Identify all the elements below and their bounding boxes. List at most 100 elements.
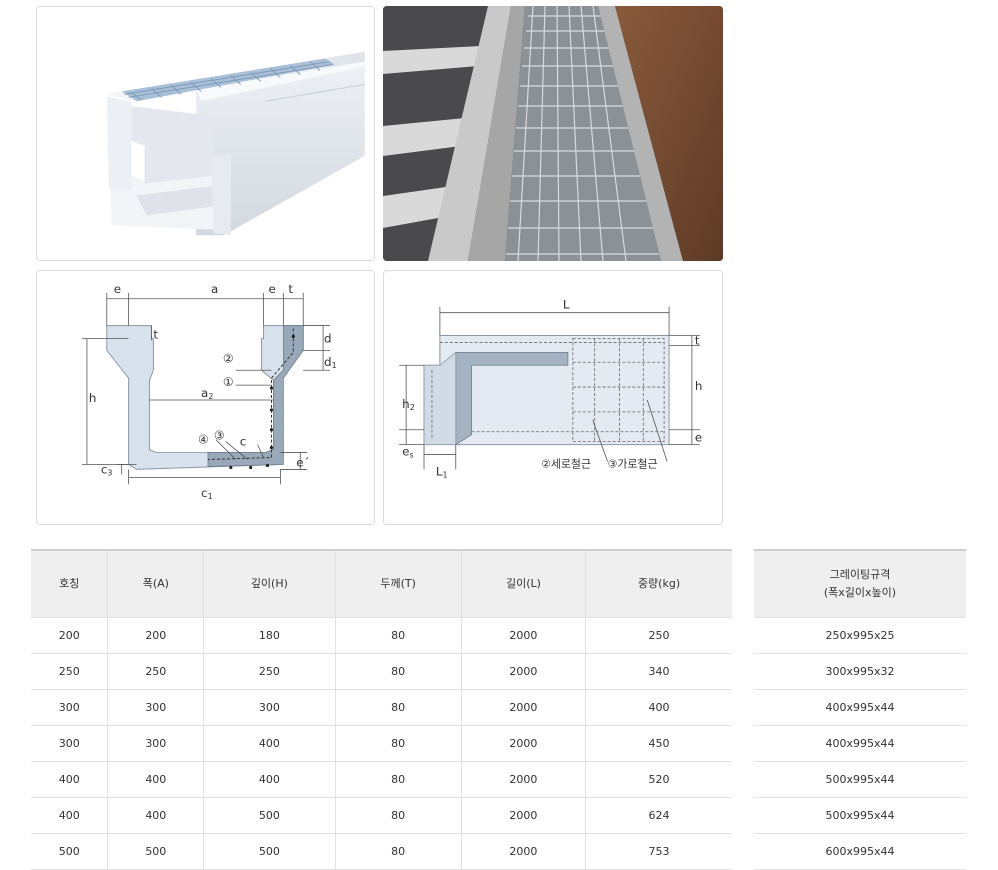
- header-depth: 깊이(H): [203, 549, 336, 618]
- table-cell: 2000: [461, 797, 587, 834]
- product-render-image: [36, 6, 375, 261]
- header-length: 길이(L): [461, 549, 587, 618]
- side-label-L: L: [563, 298, 570, 312]
- table-cell: 500: [107, 833, 205, 870]
- table-cell: 2000: [461, 833, 587, 870]
- table-cell: 400x995x44: [754, 725, 966, 762]
- callout-4: ④: [198, 433, 209, 447]
- side-label-es: es: [402, 445, 413, 460]
- grating-header-line1: 그레이팅규격: [829, 568, 891, 581]
- table-cell: 400: [585, 689, 732, 726]
- table-cell: 80: [335, 761, 462, 798]
- side-label-h: h: [695, 379, 703, 393]
- table-cell: 400: [31, 761, 109, 798]
- table-cell: 180: [203, 617, 336, 654]
- table-cell: 80: [335, 689, 462, 726]
- side-label-L1: L1: [436, 464, 448, 479]
- label-e-prime: e´: [296, 455, 309, 469]
- table-row: 200 200 180 80 2000 250: [31, 617, 732, 654]
- table-cell: 2000: [461, 761, 587, 798]
- installed-photo-image: [383, 6, 723, 261]
- label-a2: a2: [201, 386, 213, 401]
- label-e-right: e: [269, 282, 276, 296]
- table-row: 500x995x44: [754, 761, 966, 798]
- table-cell: 80: [335, 833, 462, 870]
- label-rebar-vertical: ②세로철근: [541, 457, 591, 470]
- header-nominal: 호칭: [31, 549, 109, 618]
- table-cell: 2000: [461, 689, 587, 726]
- table-cell: 300: [107, 689, 205, 726]
- header-weight: 중량(kg): [585, 549, 732, 618]
- table-cell: 340: [585, 653, 732, 690]
- table-cell: 500x995x44: [754, 761, 966, 798]
- table-row: 600x995x44: [754, 833, 966, 870]
- side-label-h2: h2: [402, 397, 415, 412]
- table-cell: 80: [335, 617, 462, 654]
- label-c1: c1: [201, 486, 213, 501]
- table-cell: 80: [335, 653, 462, 690]
- table-row: 300 300 300 80 2000 400: [31, 689, 732, 726]
- table-cell: 200: [31, 617, 109, 654]
- grating-spec-table: 그레이팅규격 (폭x길이x높이) 250x995x25 300x995x32 4…: [754, 549, 966, 870]
- table-cell: 753: [585, 833, 732, 870]
- side-label-e: e: [695, 431, 702, 445]
- table-row: 300x995x32: [754, 653, 966, 690]
- table-row: 500x995x44: [754, 797, 966, 834]
- label-a: a: [211, 282, 218, 296]
- table-cell: 2000: [461, 725, 587, 762]
- spec-table: 호칭 폭(A) 깊이(H) 두께(T) 길이(L) 중량(kg) 200 200…: [31, 549, 732, 870]
- table-row: 400 400 500 80 2000 624: [31, 797, 732, 834]
- label-c: c: [240, 435, 247, 449]
- table-row: 250 250 250 80 2000 340: [31, 653, 732, 690]
- table-cell: 300: [203, 689, 336, 726]
- spec-table-header-row: 호칭 폭(A) 깊이(H) 두께(T) 길이(L) 중량(kg): [31, 549, 732, 618]
- label-t-inner: t: [153, 327, 158, 341]
- table-cell: 400: [107, 797, 205, 834]
- table-cell: 300: [31, 689, 109, 726]
- table-cell: 400: [203, 761, 336, 798]
- table-cell: 400: [203, 725, 336, 762]
- label-d1: d1: [324, 355, 337, 370]
- label-e-left: e: [114, 282, 121, 296]
- table-cell: 2000: [461, 653, 587, 690]
- table-cell: 80: [335, 797, 462, 834]
- rebar-side-diagram: L t h e h2 es L1 ②세로철근 ③가로철근: [383, 270, 723, 525]
- table-cell: 500: [203, 833, 336, 870]
- table-cell: 600x995x44: [754, 833, 966, 870]
- label-t-top: t: [288, 282, 293, 296]
- table-cell: 300: [107, 725, 205, 762]
- header-width: 폭(A): [107, 549, 205, 618]
- callout-2: ②: [223, 351, 234, 365]
- label-rebar-horizontal: ③가로철근: [608, 457, 658, 470]
- side-label-t: t: [695, 333, 700, 347]
- table-cell: 2000: [461, 617, 587, 654]
- table-cell: 400x995x44: [754, 689, 966, 726]
- header-thickness: 두께(T): [335, 549, 462, 618]
- table-cell: 80: [335, 725, 462, 762]
- label-h: h: [89, 391, 97, 405]
- table-cell: 250: [585, 617, 732, 654]
- callout-3: ③: [214, 429, 225, 443]
- cross-section-diagram: e a e t t d d1 h ② ① a2 ④ ③ c e´ c3 c1: [36, 270, 375, 525]
- table-cell: 450: [585, 725, 732, 762]
- table-cell: 400: [31, 797, 109, 834]
- table-row: 500 500 500 80 2000 753: [31, 833, 732, 870]
- table-cell: 250: [107, 653, 205, 690]
- table-cell: 250x995x25: [754, 617, 966, 654]
- table-row: 400x995x44: [754, 689, 966, 726]
- table-cell: 624: [585, 797, 732, 834]
- label-d: d: [324, 331, 332, 345]
- table-row: 400 400 400 80 2000 520: [31, 761, 732, 798]
- table-cell: 250: [203, 653, 336, 690]
- label-c3: c3: [101, 462, 113, 477]
- table-cell: 520: [585, 761, 732, 798]
- table-cell: 250: [31, 653, 109, 690]
- table-row: 250x995x25: [754, 617, 966, 654]
- table-row: 400x995x44: [754, 725, 966, 762]
- table-cell: 500: [203, 797, 336, 834]
- table-cell: 200: [107, 617, 205, 654]
- grating-header-line2: (폭x길이x높이): [823, 586, 897, 599]
- table-cell: 300: [31, 725, 109, 762]
- callout-1: ①: [223, 375, 234, 389]
- header-grating-spec: 그레이팅규격 (폭x길이x높이): [754, 549, 966, 618]
